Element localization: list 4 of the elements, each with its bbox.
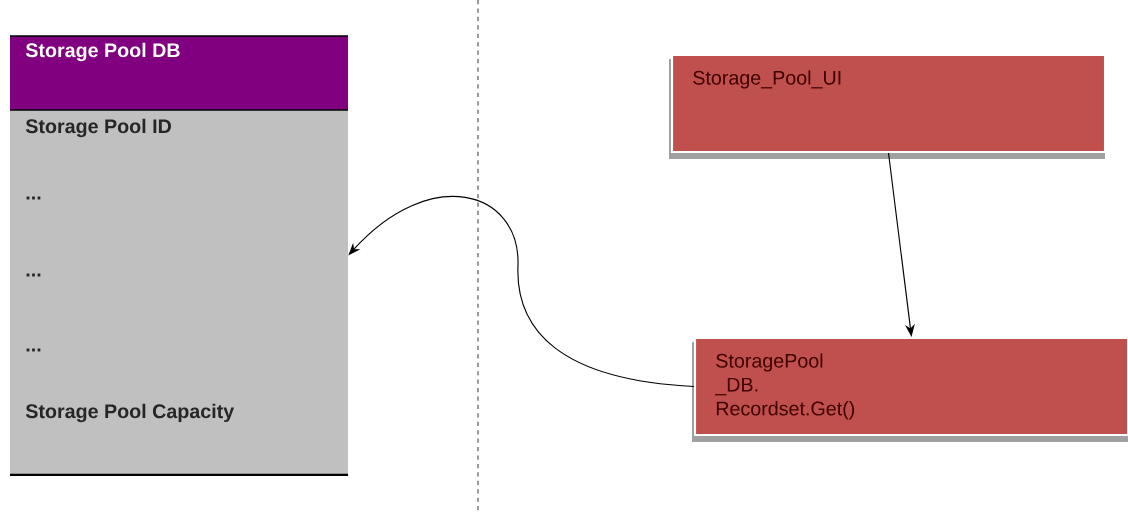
process-box: StoragePool _DB. Recordset.Get() xyxy=(692,336,1128,442)
arrow xyxy=(348,196,695,388)
table: Storage Pool DB Storage Pool ID ... ... ... Storage Pool Capacity xyxy=(9,35,349,477)
process-box: Storage_Pool_UI xyxy=(669,53,1107,159)
